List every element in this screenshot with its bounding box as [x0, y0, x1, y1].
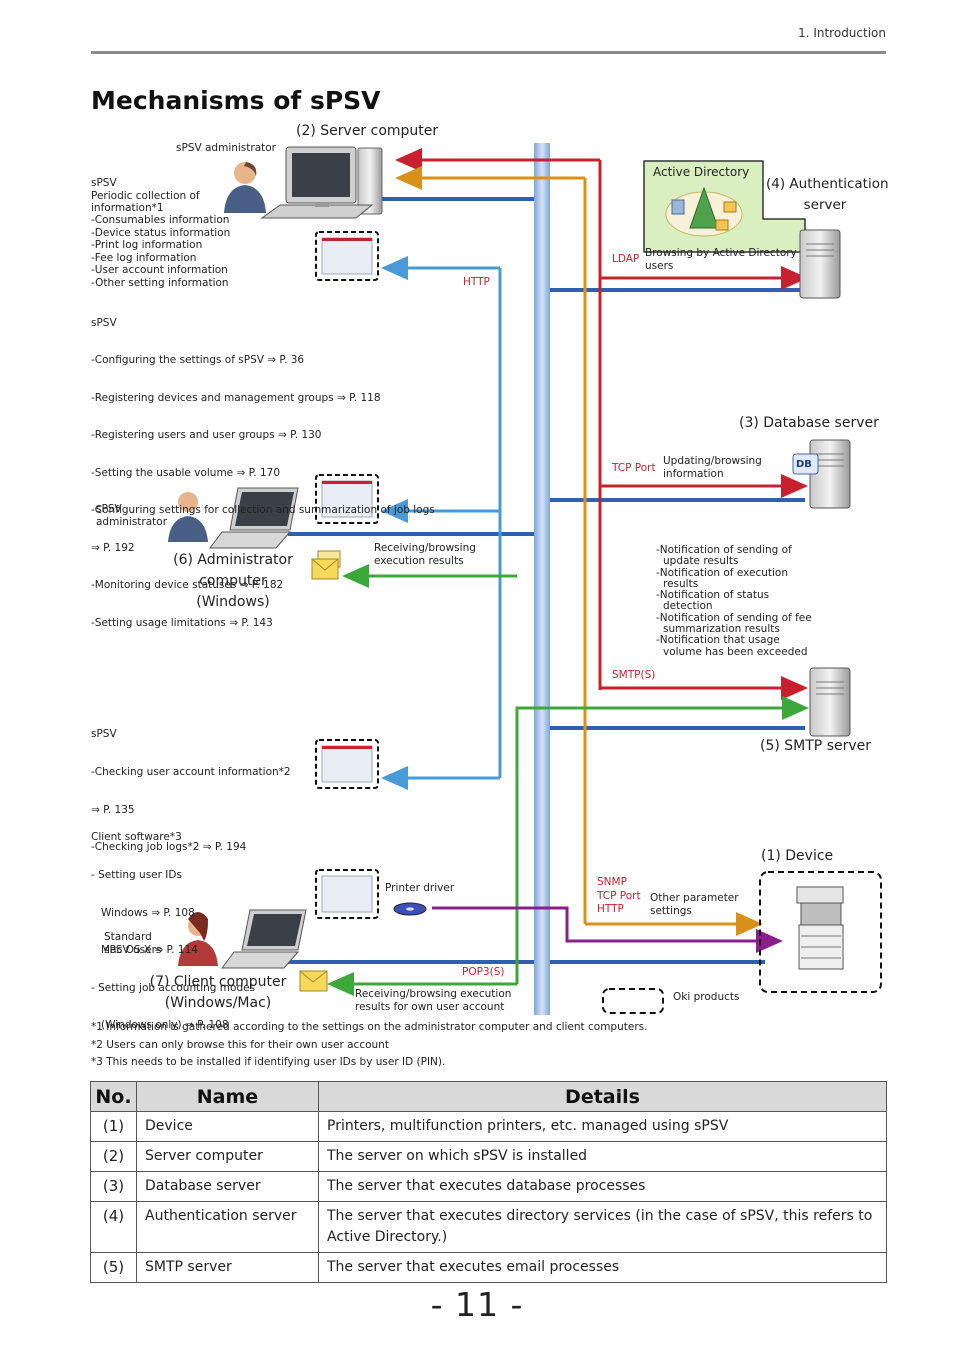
tcp-port-label: TCP Port — [612, 462, 656, 474]
device-box — [759, 871, 882, 993]
server-computer-label: (2) Server computer — [296, 123, 439, 139]
footnote-2: *2 Users can only browse this for their … — [91, 1039, 389, 1051]
admin-person-label: sPSV administrator — [96, 503, 168, 528]
other-param-label: Other parameter settings — [650, 892, 739, 917]
header-rule — [91, 51, 886, 54]
db-server-label: (3) Database server — [739, 415, 879, 431]
table-row: (3) Database server The server that exec… — [90, 1171, 887, 1202]
ldap-label: LDAP — [612, 253, 640, 265]
database-server-icon — [792, 439, 851, 509]
table-row: (4) Authentication server The server tha… — [90, 1201, 887, 1253]
client-software-list: - Setting user IDs Windows ⇒ P. 108 Mac … — [91, 869, 256, 1031]
table-row: (5) SMTP server The server that executes… — [90, 1252, 887, 1283]
table-row: (2) Server computer The server on which … — [90, 1141, 887, 1172]
receiving-execution-label: Receiving/browsing execution results — [374, 542, 476, 567]
device-label: (1) Device — [761, 848, 834, 864]
col-details-header: Details — [318, 1081, 887, 1112]
printer-driver-label: Printer driver — [385, 882, 455, 894]
config-list: -Configuring the settings of sPSV ⇒ P. 3… — [91, 354, 435, 629]
components-table: No. Name Details (1) Device Printers, mu… — [90, 1081, 887, 1283]
page-number: - 11 - — [430, 1285, 524, 1324]
standard-user-person-icon — [178, 912, 218, 966]
pop3-label: POP3(S) — [462, 966, 505, 978]
snmp-label: SNMP TCP Port HTTP — [597, 876, 641, 915]
browsing-ad-label: Browsing by Active Directory users — [645, 247, 797, 272]
updating-label: Updating/browsing information — [663, 455, 762, 480]
administrator-person-icon — [224, 162, 266, 213]
auth-server-label: (4) Authentication server — [766, 176, 889, 213]
mail-envelope-icon — [299, 970, 328, 992]
periodic-collection-heading: sPSV Periodic collection of information*… — [91, 177, 200, 214]
standard-users-label: Standard sPSV users — [104, 931, 162, 956]
green-mail-line — [515, 706, 805, 984]
periodic-collection-list: -Consumables information -Device status … — [91, 214, 231, 289]
user-check-heading: sPSV — [91, 728, 117, 740]
spsv-admin-label: sPSV administrator — [176, 142, 277, 154]
server-computer-icon — [260, 146, 383, 219]
smtp-s-label: SMTP(S) — [612, 669, 656, 681]
col-name-header: Name — [136, 1081, 319, 1112]
printer-driver-disc-icon — [393, 902, 427, 916]
db-badge: DB — [796, 459, 812, 470]
mail-envelope-icon — [311, 550, 341, 580]
table-header-row: No. Name Details — [90, 1081, 887, 1112]
client-laptop-icon — [221, 909, 307, 969]
admin-computer-label: (6) Administrator computer (Windows) — [173, 552, 293, 610]
config-heading: sPSV — [91, 317, 117, 329]
http-label: HTTP — [463, 276, 490, 288]
footnote-1: *1 Information is gathered according to … — [91, 1021, 648, 1033]
notification-list: -Notification of sending of update resul… — [656, 544, 812, 658]
active-directory-label: Active Directory — [653, 165, 750, 179]
network-backbone — [534, 143, 550, 1015]
oki-products-label: Oki products — [673, 991, 740, 1003]
table-row: (1) Device Printers, multifunction print… — [90, 1111, 887, 1142]
smtp-server-label: (5) SMTP server — [760, 738, 872, 754]
client-software-heading: Client software*3 — [91, 831, 182, 843]
col-no-header: No. — [90, 1081, 137, 1112]
authentication-server-icon — [799, 229, 841, 299]
purple-print-line — [432, 906, 783, 953]
active-directory-icon — [665, 186, 743, 237]
admin-laptop-icon — [209, 487, 299, 549]
footnote-3: *3 This needs to be installed if identif… — [91, 1056, 446, 1068]
client-computer-label: (7) Client computer (Windows/Mac) — [149, 974, 287, 1011]
oki-products-legend-swatch — [602, 988, 664, 1014]
receiving-own-label: Receiving/browsing execution results for… — [355, 988, 512, 1013]
page-title: Mechanisms of sPSV — [91, 86, 381, 115]
network-diagram — [168, 143, 882, 1015]
admin-person-icon — [168, 492, 208, 542]
multifunction-printer-icon — [796, 886, 844, 970]
smtp-server-icon — [809, 667, 851, 737]
user-check-list: -Checking user account information*2 ⇒ P… — [91, 766, 291, 853]
section-header: 1. Introduction — [798, 26, 886, 40]
